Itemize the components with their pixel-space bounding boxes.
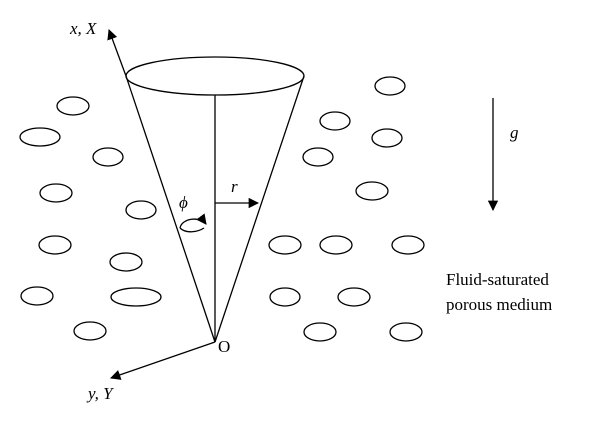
y-axis-arrow [110, 341, 216, 380]
pore [302, 147, 334, 167]
pore [92, 147, 124, 167]
rotation-arrow-icon [179, 213, 207, 229]
pore [19, 127, 61, 147]
pore [20, 286, 54, 306]
pore [56, 96, 90, 116]
radius-label: r [231, 177, 238, 196]
gravity-label: g [510, 123, 519, 142]
pore [374, 76, 406, 96]
pore [38, 235, 72, 255]
medium-label-line2: porous medium [446, 295, 552, 314]
pore [73, 321, 107, 341]
pore [389, 322, 423, 342]
pore [319, 235, 353, 255]
pore [125, 200, 157, 220]
cone-right-edge [214, 75, 305, 343]
pore [303, 322, 337, 342]
pore [355, 181, 389, 201]
y-axis-label: y, Y [86, 384, 114, 403]
pore [319, 111, 351, 131]
pore [110, 287, 162, 307]
pore [39, 183, 73, 203]
angle-label: ϕ [179, 193, 188, 212]
cone-base [125, 56, 305, 96]
cone-left-edge [125, 75, 216, 343]
pore [268, 235, 302, 255]
medium-label-line1: Fluid-saturated [446, 270, 549, 289]
cone [125, 56, 305, 343]
pore [269, 287, 301, 307]
pore [109, 252, 143, 272]
rotation-arrow-tail [179, 227, 205, 233]
origin-label: O [218, 337, 230, 356]
pore [391, 235, 425, 255]
pore [337, 287, 371, 307]
x-axis-label: x, X [69, 19, 97, 38]
x-axis-arrow [107, 29, 127, 77]
pore [371, 128, 403, 148]
pores [19, 76, 425, 342]
